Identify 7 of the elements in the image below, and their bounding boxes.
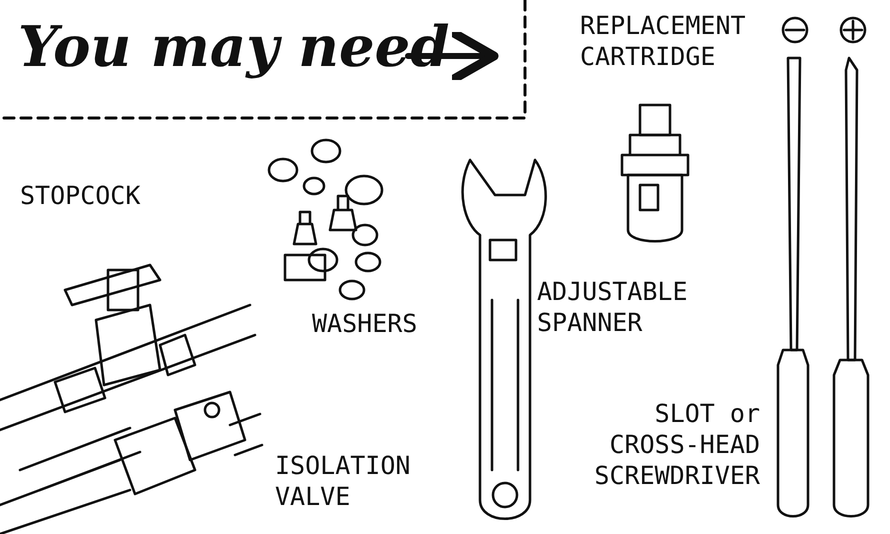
part-label: ISOLATION VALVE xyxy=(275,450,412,512)
part-label: ADJUSTABLE SPANNER xyxy=(537,276,689,338)
part-label: STOPCOCK xyxy=(20,180,142,211)
part-label: REPLACEMENT CARTRIDGE xyxy=(580,10,747,72)
part-label: WASHERS xyxy=(312,308,418,339)
part-label: SLOT or CROSS-HEAD SCREWDRIVER xyxy=(593,398,760,491)
heading: You may need xyxy=(18,13,450,82)
